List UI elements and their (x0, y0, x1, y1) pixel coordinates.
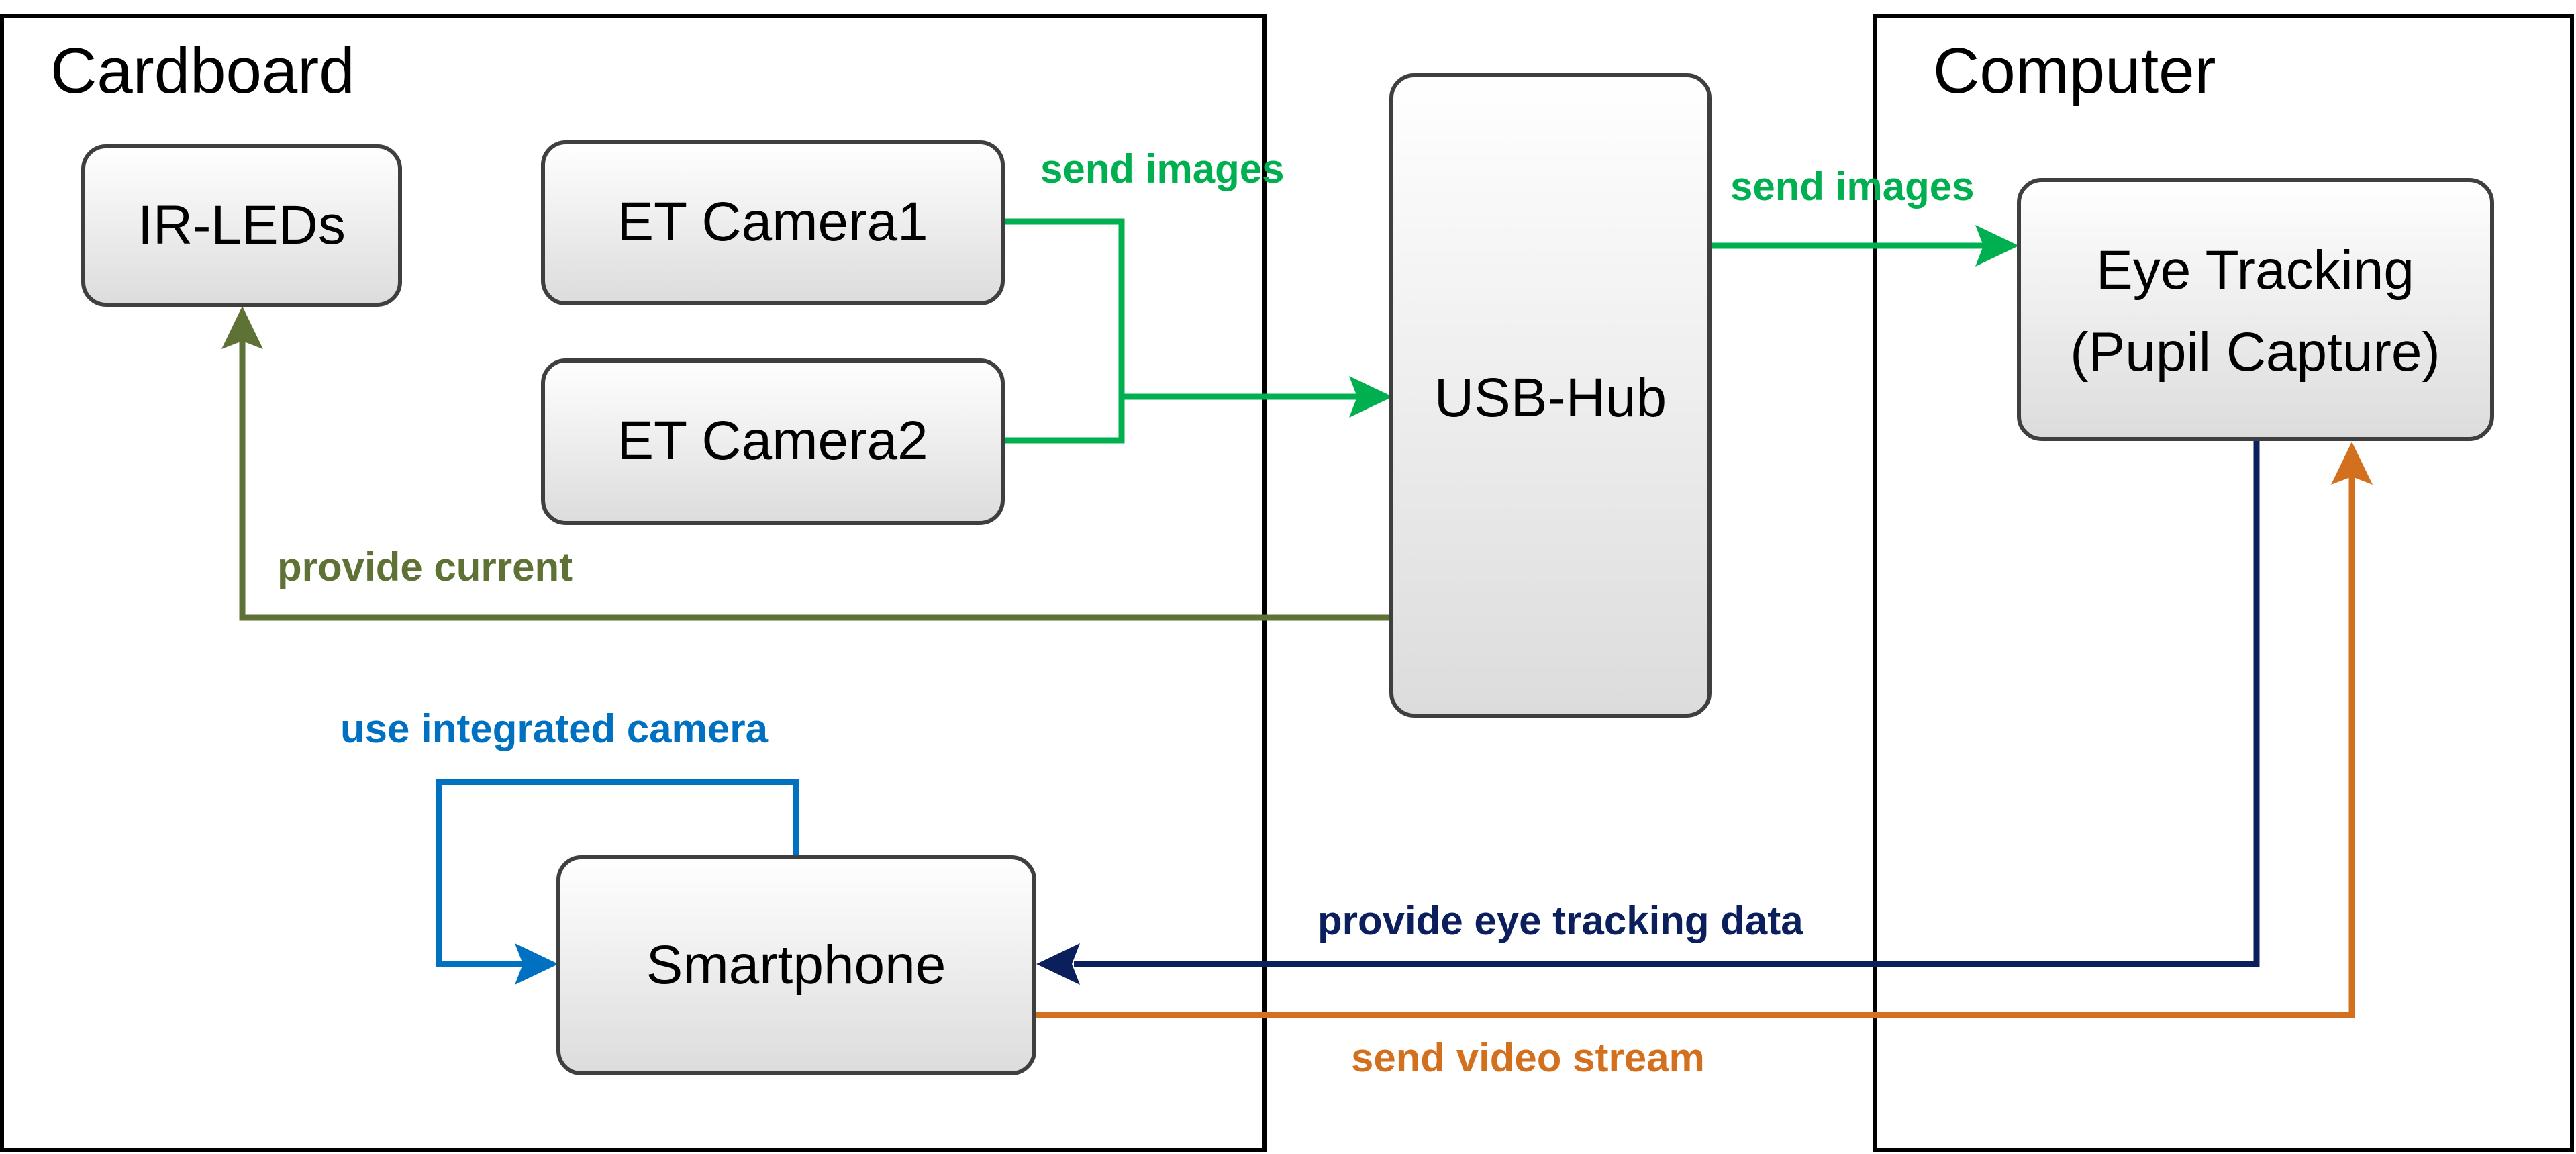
edge-eye-tracking-to-smartphone (1036, 440, 2260, 985)
eye-tracking-label-line2: (Pupil Capture) (2070, 322, 2440, 383)
eye-tracking-label-line1: Eye Tracking (2096, 240, 2414, 301)
computer-title: Computer (1933, 35, 2216, 107)
cardboard-container (0, 14, 1267, 1152)
usb-hub-box (1389, 73, 1712, 718)
label-send-video-stream: send video stream (1351, 1035, 1705, 1080)
label-provide-current: provide current (277, 544, 573, 589)
arrowhead-hub (1349, 376, 1393, 418)
et-camera1-box (541, 140, 1005, 305)
label-send-images-cameras: send images (1040, 146, 1285, 191)
edge-cameras-to-hub (1003, 218, 1393, 444)
arrowhead-eye-tracking-video (2331, 442, 2373, 485)
smartphone-label: Smartphone (646, 934, 946, 996)
arrowhead-eye-tracking (1975, 225, 2019, 267)
ir-leds-label: IR-LEDs (138, 195, 346, 256)
smartphone-box (556, 855, 1036, 1075)
label-send-images-hub: send images (1730, 164, 1975, 209)
computer-container (1873, 14, 2574, 1152)
edge-smartphone-to-eye-tracking (1034, 442, 2373, 1018)
et-camera1-label: ET Camera1 (617, 191, 928, 252)
et-camera2-box (541, 358, 1005, 525)
edge-smartphone-self-loop (436, 779, 799, 985)
edge-hub-to-eye-tracking (1710, 225, 2019, 267)
edge-hub-to-ir-leds (221, 306, 1391, 621)
label-use-integrated-camera: use integrated camera (340, 706, 769, 751)
label-provide-eye-tracking-data: provide eye tracking data (1318, 898, 1803, 943)
arrowhead-ir-leds (221, 306, 263, 349)
usb-hub-label: USB-Hub (1434, 367, 1667, 428)
eye-tracking-box (2017, 178, 2494, 441)
cardboard-title: Cardboard (50, 35, 355, 107)
arrowhead-smartphone-data (1036, 943, 1080, 985)
ir-leds-box (81, 144, 402, 307)
arrowhead-smartphone-loop (515, 943, 558, 985)
et-camera2-label: ET Camera2 (617, 410, 928, 471)
